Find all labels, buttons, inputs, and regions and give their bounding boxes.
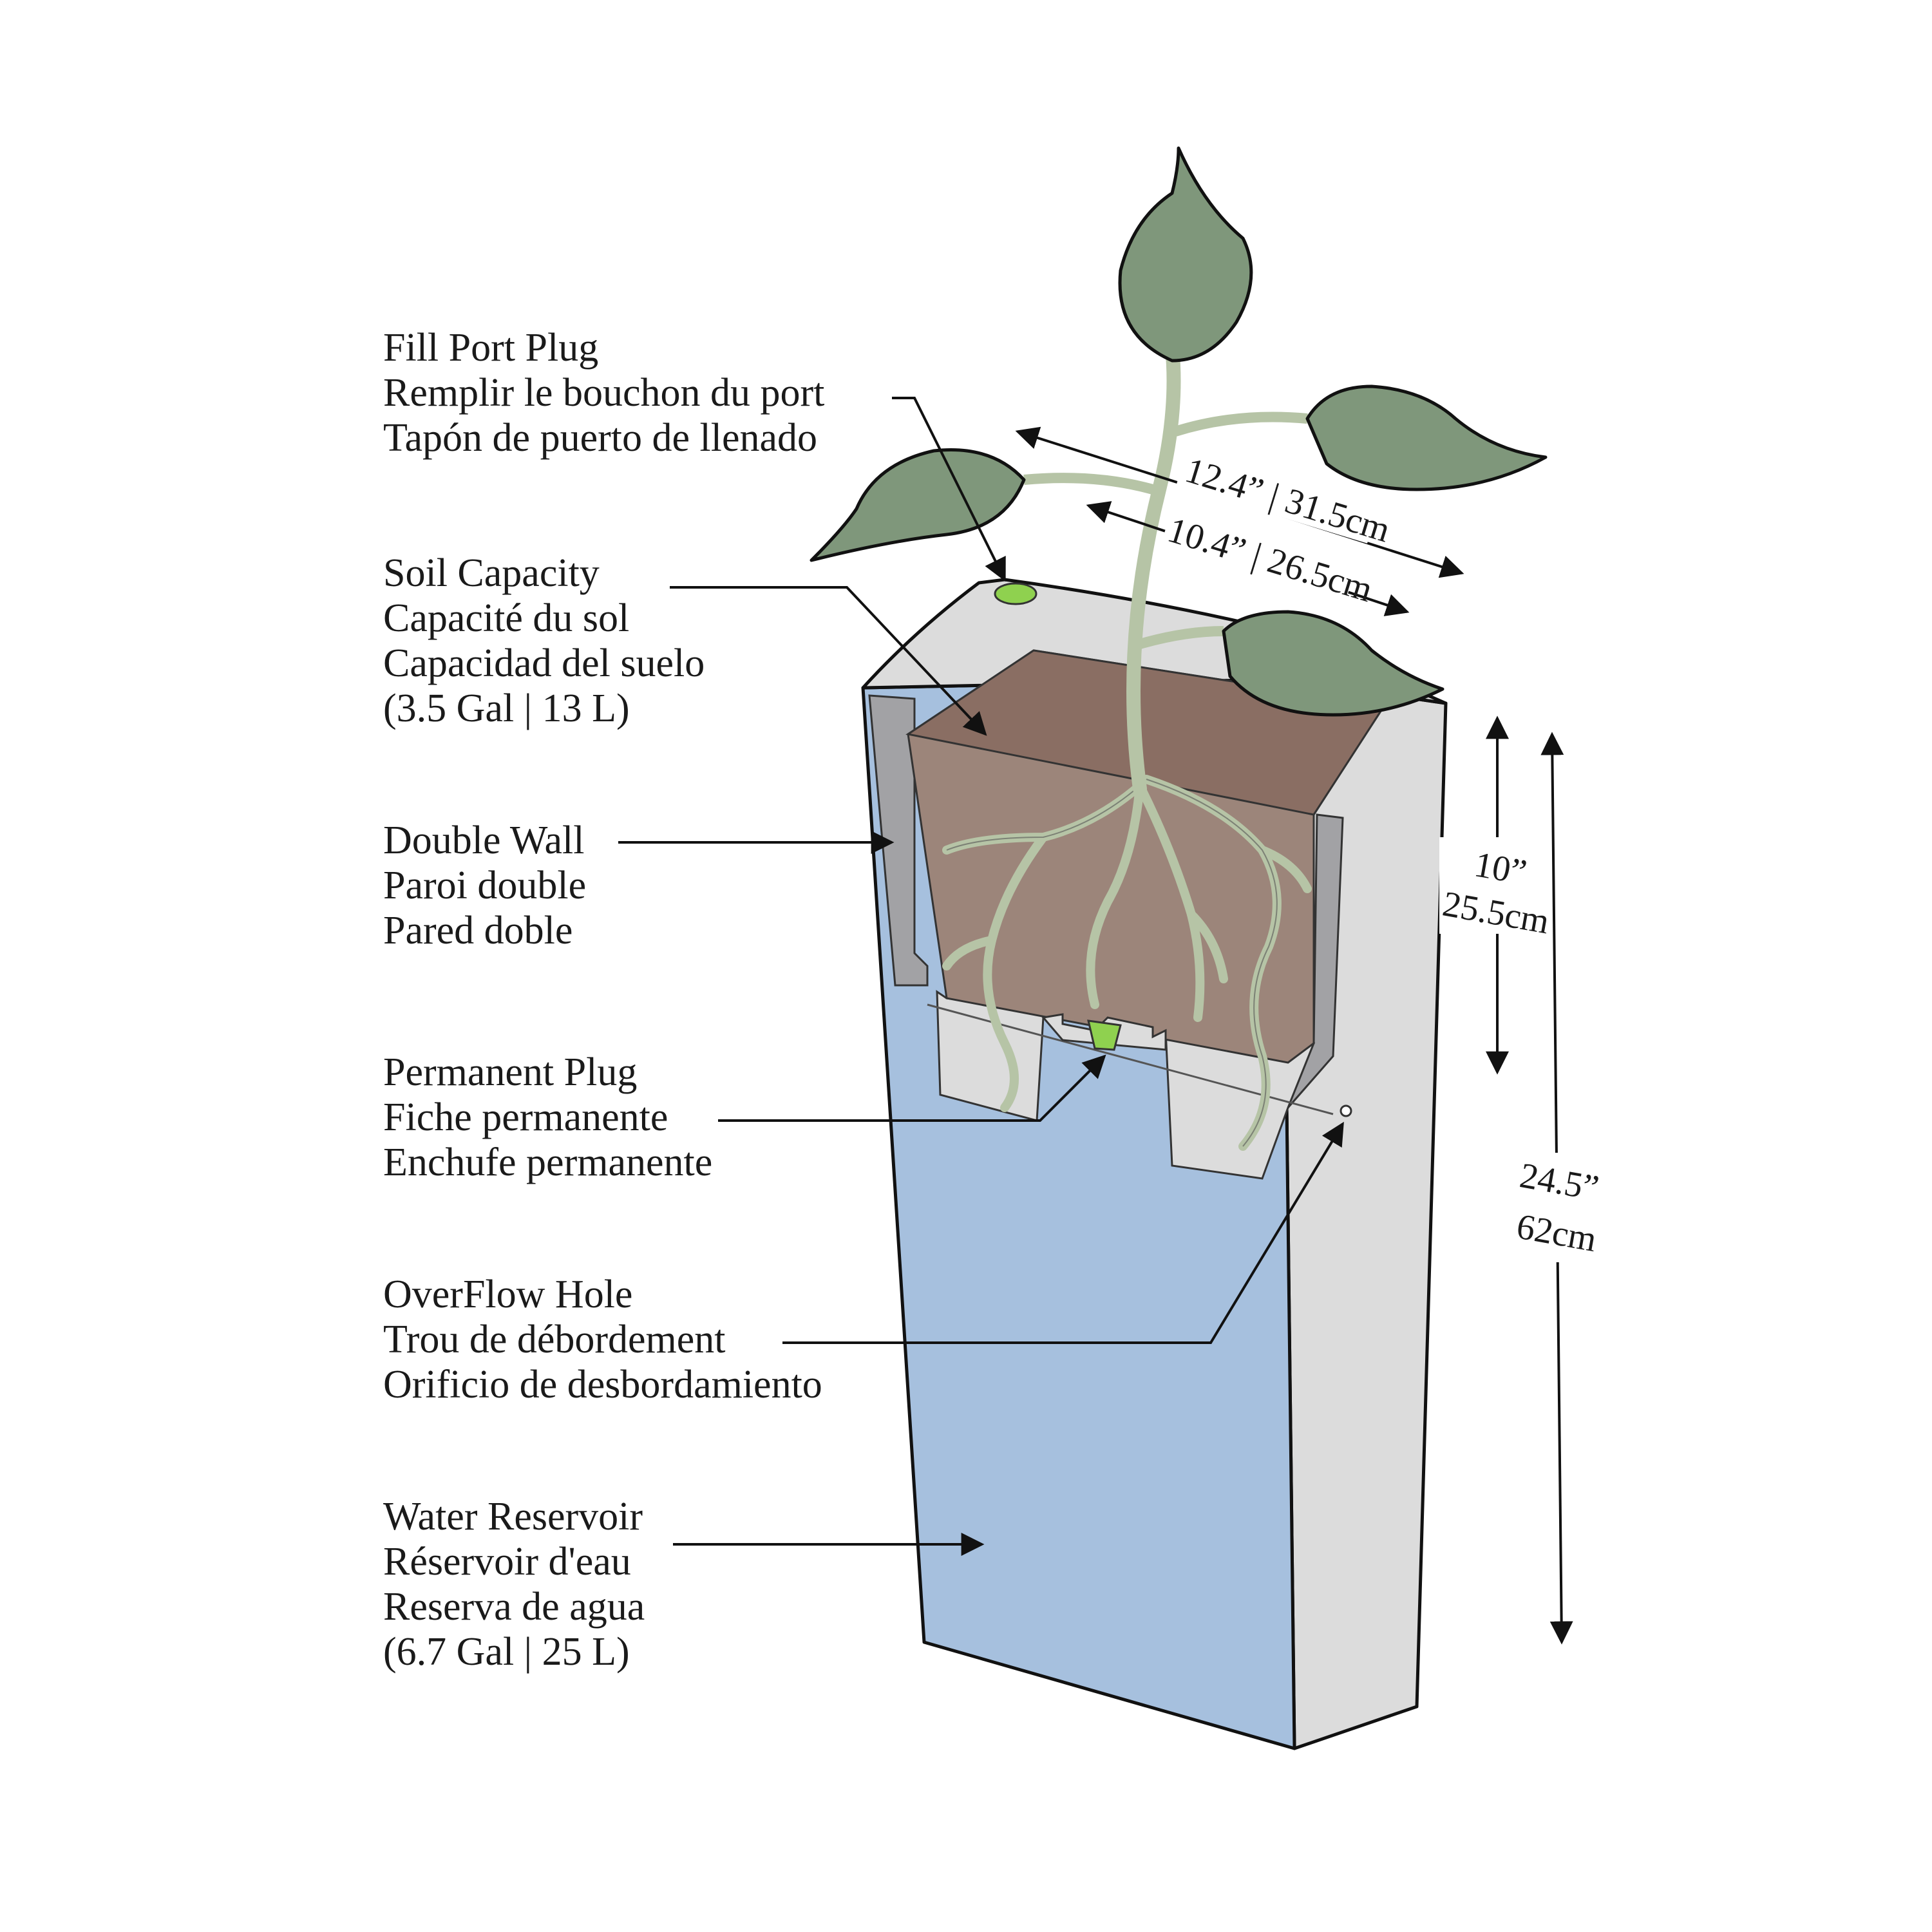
soil-capacity-fr: Capacité du sol: [383, 596, 629, 640]
leaf-left: [810, 448, 1026, 562]
dimension-labels: 12.4” | 31.5cm 10.4” | 26.5cm 10” 25.5cm…: [1160, 442, 1620, 1262]
plant-branch-low: [1138, 626, 1224, 649]
overflow-hole-es: Orificio de desbordamiento: [383, 1363, 822, 1406]
permanent-plug-fr: Fiche permanente: [383, 1095, 668, 1139]
double-wall-fr: Paroi double: [383, 864, 586, 907]
plant-branch-right: [1173, 412, 1308, 437]
callout-permanent-plug: Permanent Plug Fiche permanente Enchufe …: [383, 1050, 712, 1184]
permanent-plug-es: Enchufe permanente: [383, 1141, 712, 1184]
insert-depth-label-1: 10”: [1472, 844, 1530, 893]
callout-water-reservoir: Water Reservoir Réservoir d'eau Reserva …: [383, 1495, 645, 1674]
leader-lines: [618, 397, 1344, 1556]
callout-soil-capacity: Soil Capacity Capacité du sol Capacidad …: [383, 551, 705, 730]
permanent-plug: [1087, 1019, 1122, 1051]
overflow-hole-fr: Trou de débordement: [383, 1318, 726, 1361]
roots-outline: [946, 779, 1278, 1147]
fill-port-plug-es: Tapón de puerto de llenado: [383, 416, 817, 460]
planter-body: [861, 578, 1448, 1750]
double-wall-en: Double Wall: [383, 819, 584, 862]
permanent-plug-en: Permanent Plug: [383, 1050, 637, 1094]
water-reservoir-es: Reserva de agua: [383, 1585, 645, 1629]
soil-capacity-volume: (3.5 Gal | 13 L): [383, 687, 630, 730]
soil-capacity-es: Capacidad del suelo: [383, 641, 705, 685]
water-reservoir-en: Water Reservoir: [383, 1495, 643, 1539]
leaf-top: [1118, 146, 1253, 363]
double-wall-es: Pared doble: [383, 909, 573, 952]
leaf-right: [1305, 384, 1548, 491]
water-reservoir-volume: (6.7 Gal | 25 L): [383, 1630, 630, 1674]
callout-overflow-hole: OverFlow Hole Trou de débordement Orific…: [383, 1273, 822, 1406]
fill-port-plug: [994, 582, 1037, 605]
callout-fill-port-plug: Fill Port Plug Remplir le bouchon du por…: [383, 326, 824, 460]
overflow-hole: [1340, 1104, 1352, 1117]
soil-capacity-en: Soil Capacity: [383, 551, 600, 595]
water-reservoir-fr: Réservoir d'eau: [383, 1540, 631, 1584]
overflow-hole-en: OverFlow Hole: [383, 1273, 632, 1316]
fill-port-plug-en: Fill Port Plug: [383, 326, 598, 370]
fill-port-plug-fr: Remplir le bouchon du port: [383, 371, 824, 415]
leaf-lower: [1222, 610, 1444, 717]
plant-branch-left: [1023, 473, 1155, 495]
callout-double-wall: Double Wall Paroi double Pared doble: [383, 819, 586, 952]
